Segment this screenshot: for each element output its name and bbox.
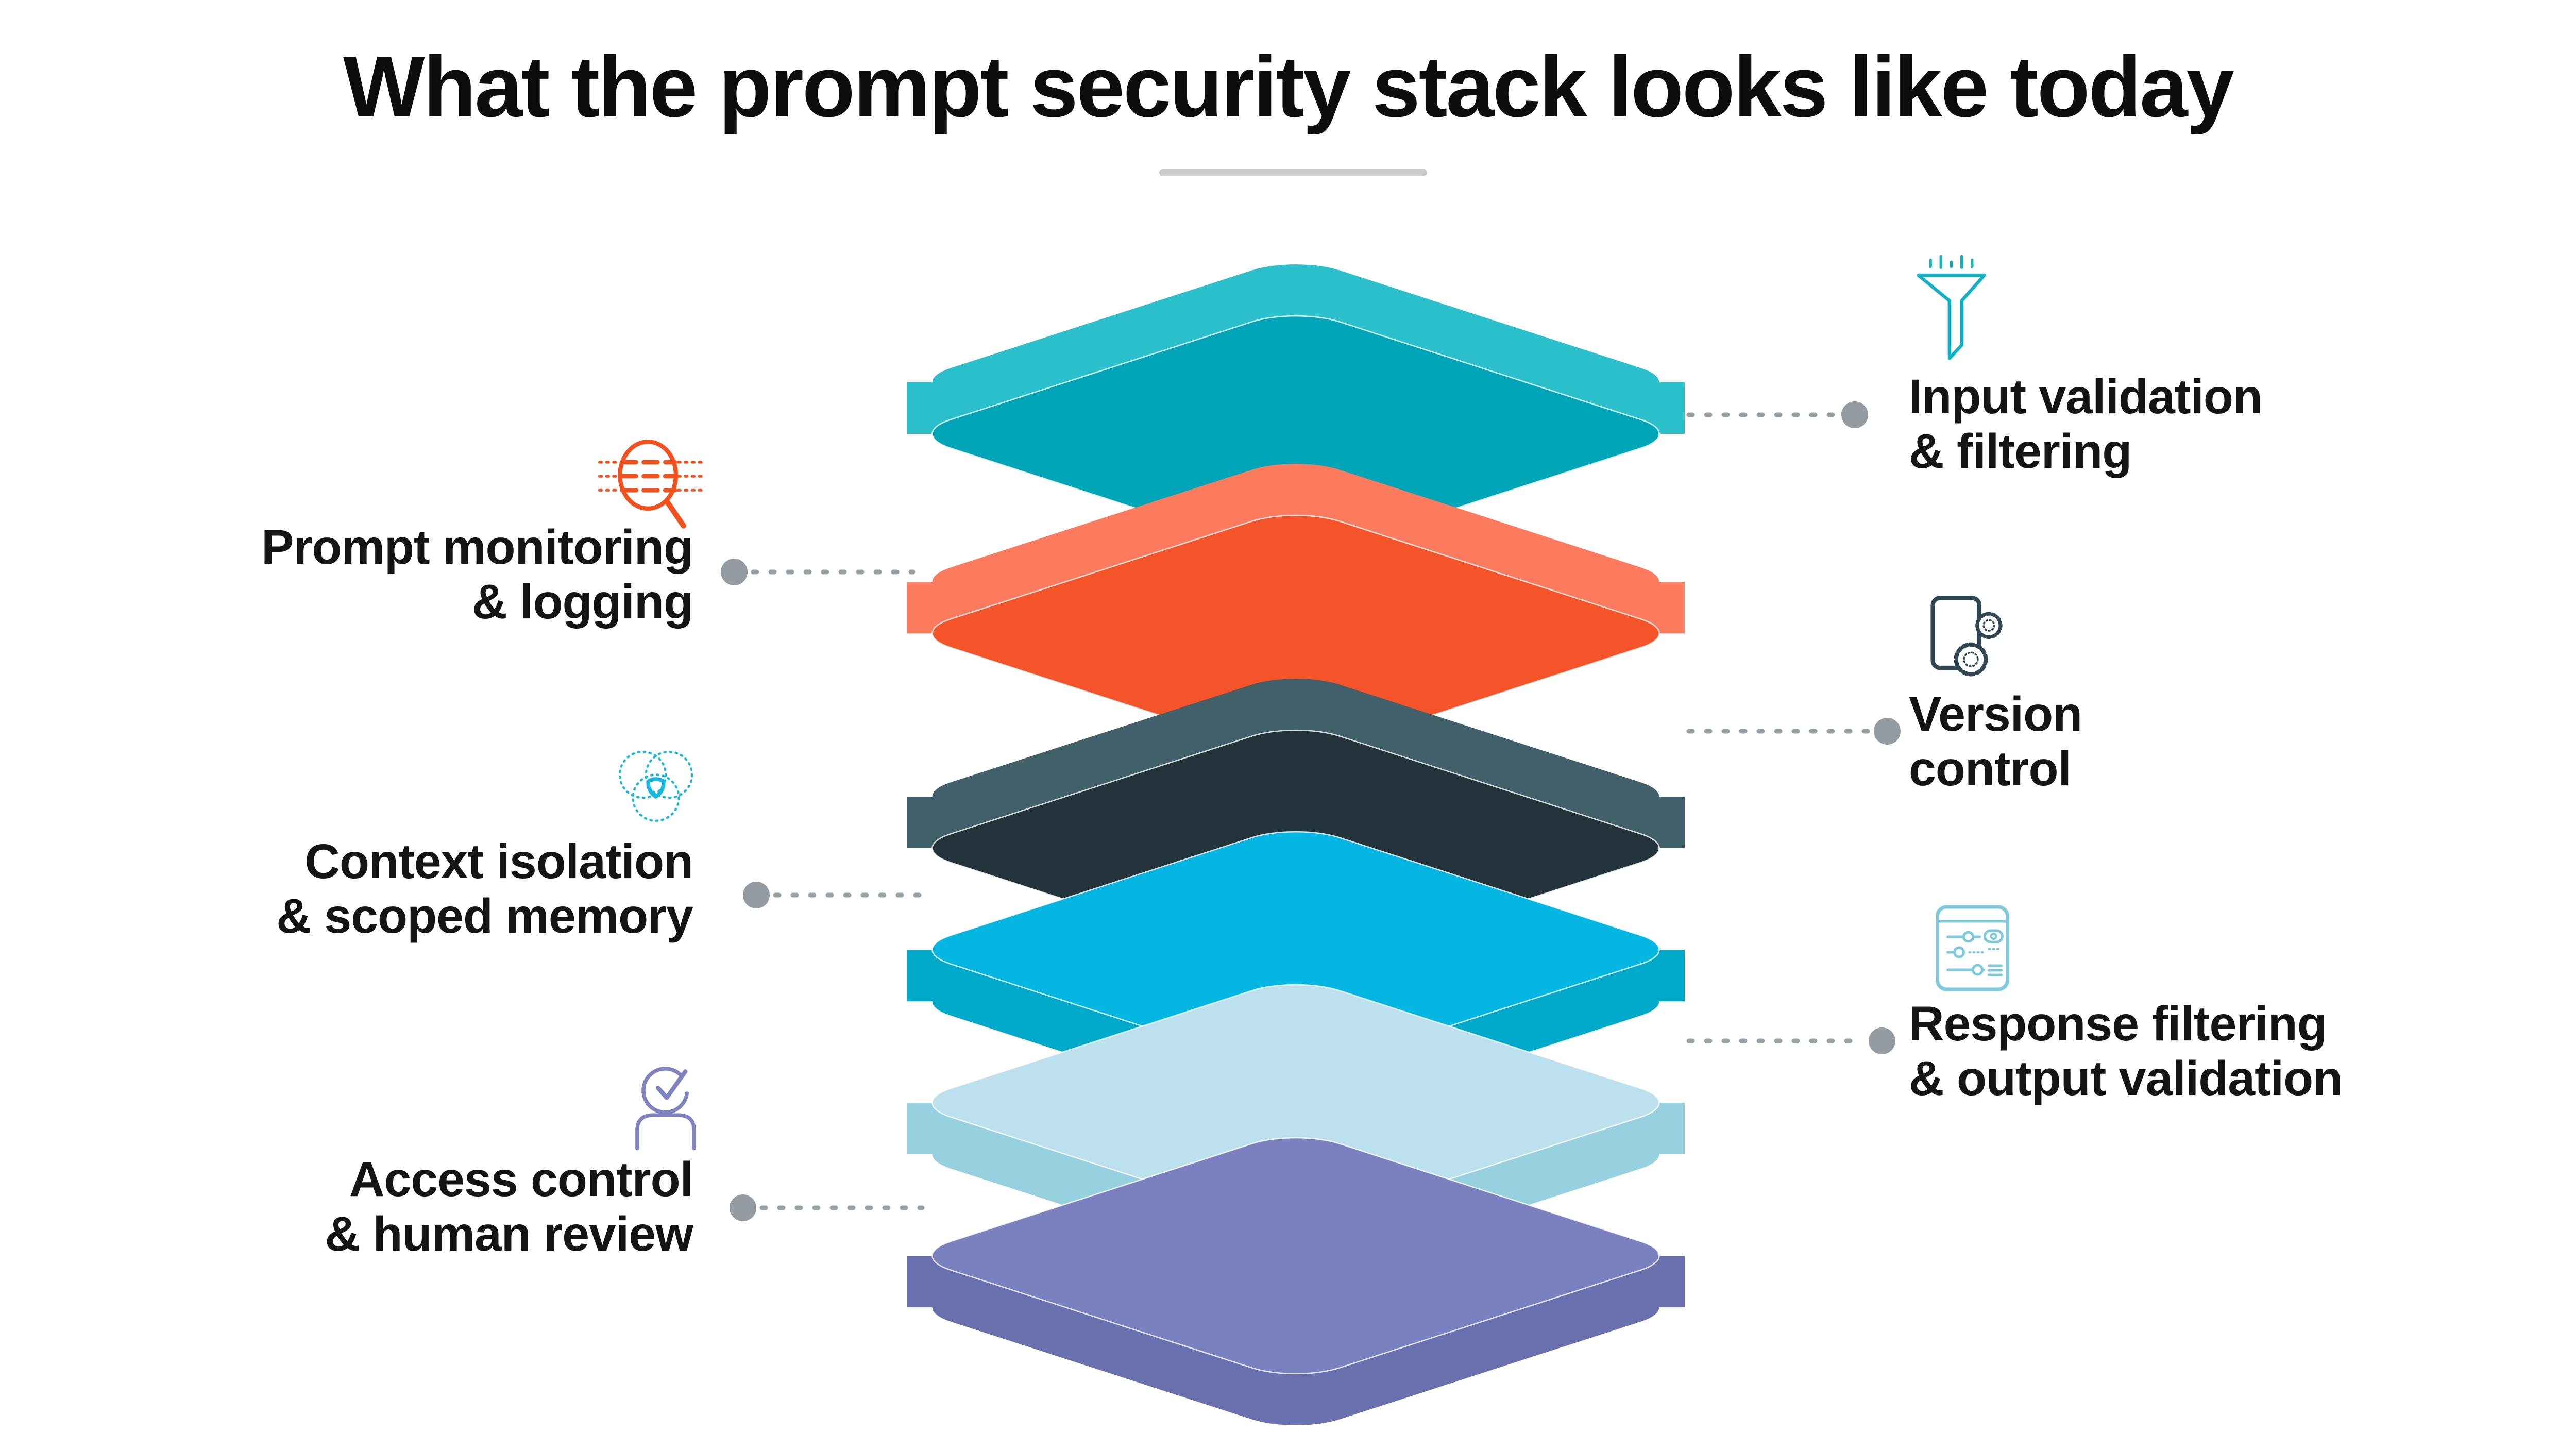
layer-prompt-monitoring-logging: [907, 464, 1685, 760]
label-line: & scoped memory: [276, 889, 693, 943]
connector-dot-response-filtering: [1869, 1027, 1895, 1054]
connector-dots: [721, 401, 1901, 1221]
person-check-icon: [635, 1067, 696, 1151]
page-title: What the prompt security stack looks lik…: [343, 38, 2234, 135]
window-sliders-icon: [1936, 905, 2009, 991]
label-line: Input validation: [1909, 369, 2263, 424]
label-line: Access control: [349, 1152, 693, 1207]
label-line: Response filtering: [1909, 997, 2327, 1051]
label-line: Prompt monitoring: [261, 520, 693, 575]
connector-dot-prompt-monitoring: [721, 559, 748, 585]
label-response-filtering-output-validation: Response filtering & output validation: [1909, 997, 2343, 1106]
connector-dot-access-control: [730, 1194, 756, 1221]
label-line: & output validation: [1909, 1051, 2343, 1106]
label-line: Context isolation: [304, 834, 693, 889]
label-line: Version: [1909, 687, 2082, 742]
venn-circles-icon: [618, 750, 693, 822]
layer-input-validation-filtering: [907, 264, 1685, 560]
connector-lines: [751, 412, 1871, 1210]
label-line: & filtering: [1909, 424, 2132, 479]
label-access-control-human-review: Access control & human review: [325, 1152, 693, 1261]
label-version-control: Version control: [1909, 687, 2082, 796]
document-gears-icon: [1930, 596, 2003, 677]
layer-access-control-human-review: [907, 1130, 1685, 1425]
title-divider: [1159, 169, 1427, 176]
label-line: & human review: [325, 1207, 693, 1261]
connector-dot-version-control: [1874, 718, 1901, 745]
label-line: control: [1909, 742, 2072, 796]
magnifier-logs-icon: [598, 440, 707, 529]
connector-dot-input-validation: [1841, 401, 1868, 428]
label-line: & logging: [472, 575, 693, 629]
funnel-icon: [1917, 255, 1986, 360]
label-context-isolation-scoped-memory: Context isolation & scoped memory: [276, 834, 693, 943]
label-prompt-monitoring-logging: Prompt monitoring & logging: [261, 520, 693, 629]
connector-dot-context-isolation: [743, 882, 770, 908]
label-input-validation-filtering: Input validation & filtering: [1909, 369, 2263, 479]
